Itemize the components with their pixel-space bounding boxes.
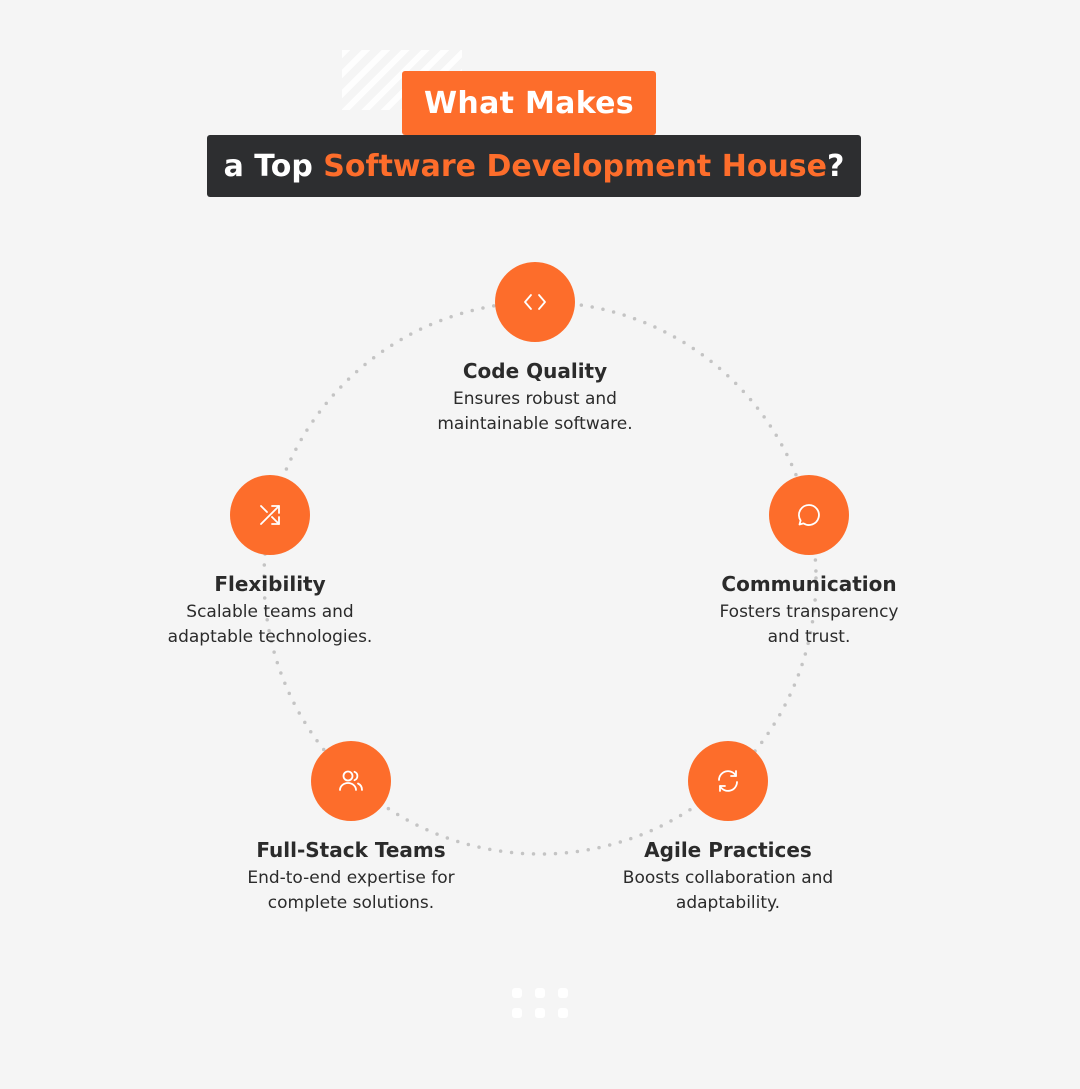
desc-line: adaptable technologies.: [167, 627, 373, 647]
title-suffix: ?: [827, 148, 845, 184]
dot: [512, 988, 522, 998]
code-quality-icon-badge: [495, 262, 575, 342]
full-stack-icon-badge: [311, 741, 391, 821]
dot: [558, 1008, 568, 1018]
title-accent: Software Development House: [323, 148, 827, 184]
node-title: Agile Practices: [644, 838, 812, 862]
dot: [512, 1008, 522, 1018]
node-description: Ensures robust and maintainable software…: [385, 387, 685, 437]
dot: [535, 988, 545, 998]
node-title: Flexibility: [214, 572, 326, 596]
flexibility-icon-badge: [230, 475, 310, 555]
desc-line: Fosters transparency: [719, 602, 899, 622]
desc-line: Scalable teams and: [186, 602, 354, 622]
node-code-quality: Code Quality Ensures robust and maintain…: [385, 358, 685, 437]
node-communication: Communication Fosters transparency and t…: [659, 571, 959, 650]
title-line-2: a Top Software Development House?: [207, 135, 861, 197]
node-description: Scalable teams and adaptable technologie…: [120, 600, 420, 650]
node-flexibility: Flexibility Scalable teams and adaptable…: [120, 571, 420, 650]
title-line-1-text: What Makes: [424, 85, 634, 121]
desc-line: Ensures robust and: [453, 389, 617, 409]
dot: [535, 1008, 545, 1018]
desc-line: End-to-end expertise for: [247, 868, 455, 888]
users-icon: [339, 770, 363, 791]
agile-icon-badge: [688, 741, 768, 821]
node-full-stack-teams: Full-Stack Teams End-to-end expertise fo…: [201, 837, 501, 916]
communication-icon-badge: [769, 475, 849, 555]
node-title: Full-Stack Teams: [256, 838, 446, 862]
desc-line: maintainable software.: [437, 414, 633, 434]
desc-line: adaptability.: [675, 893, 781, 913]
code-icon: [524, 294, 546, 310]
desc-line: complete solutions.: [267, 893, 435, 913]
node-title: Communication: [721, 572, 897, 596]
chat-bubble-icon: [798, 504, 820, 526]
node-description: Fosters transparency and trust.: [659, 600, 959, 650]
refresh-icon: [718, 770, 738, 792]
dot: [558, 988, 568, 998]
title-line-1: What Makes: [402, 71, 656, 135]
desc-line: and trust.: [767, 627, 851, 647]
node-title: Code Quality: [462, 359, 608, 383]
decorative-dot-grid: [512, 988, 568, 1020]
node-description: Boosts collaboration and adaptability.: [578, 866, 878, 916]
desc-line: Boosts collaboration and: [622, 868, 834, 888]
node-description: End-to-end expertise for complete soluti…: [201, 866, 501, 916]
title-prefix: a Top: [223, 148, 324, 184]
node-agile-practices: Agile Practices Boosts collaboration and…: [578, 837, 878, 916]
shuffle-icon: [260, 505, 280, 525]
